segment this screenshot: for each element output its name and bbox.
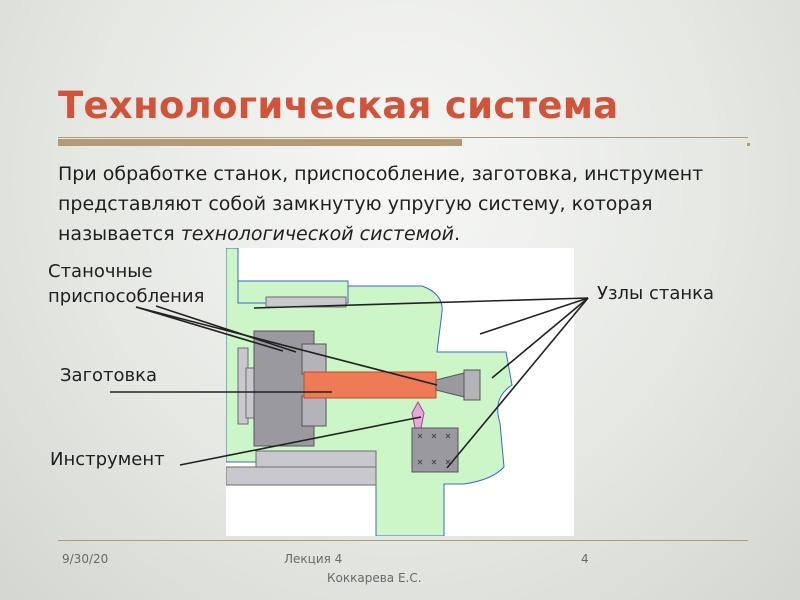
headstock-plate-2 <box>245 367 255 419</box>
footer-date: 9/30/20 <box>62 552 109 566</box>
body-text-prefix: При обработке станок, приспособление, за… <box>58 163 704 245</box>
lower-guide-bar <box>255 450 377 468</box>
machine-diagram <box>226 248 574 536</box>
footer-author: Коккарева Е.С. <box>327 571 422 585</box>
chuck-jaws-upper <box>301 343 327 375</box>
label-machine-units: Узлы станка <box>597 283 715 304</box>
tailstock-quill <box>463 369 481 401</box>
base-bar <box>226 466 377 486</box>
footer-lecture: Лекция 4 <box>284 552 343 566</box>
slide-title: Технологическая система <box>58 84 619 127</box>
chuck-jaws-lower <box>301 395 327 427</box>
title-rule-thin <box>58 137 748 138</box>
footer-page-number: 4 <box>581 552 589 566</box>
upper-guide-bar <box>265 296 347 308</box>
slide-body-text: При обработке станок, приспособление, за… <box>58 159 758 249</box>
machine-diagram-svg <box>226 248 513 536</box>
workpiece-shape <box>303 371 437 399</box>
title-rule-thick <box>58 139 462 146</box>
title-rule-mark <box>747 143 750 146</box>
label-tool: Инструмент <box>50 449 165 470</box>
footer-rule <box>58 540 748 541</box>
body-text-suffix: . <box>454 223 461 245</box>
body-text-emphasis: технологической системой <box>180 223 454 245</box>
label-workpiece: Заготовка <box>60 365 158 386</box>
